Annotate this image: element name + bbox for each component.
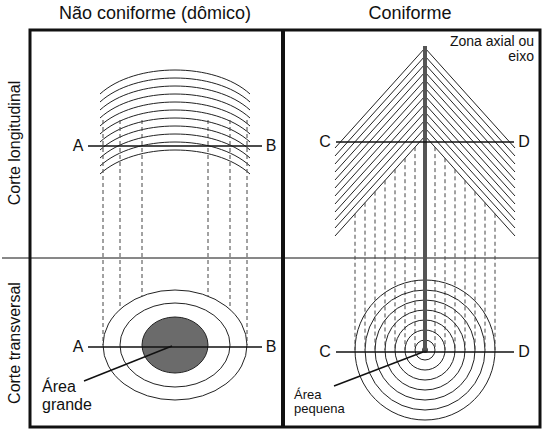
dome-layer	[100, 110, 250, 134]
panel-heading: Não coniforme (dômico)	[59, 4, 251, 24]
section-ring	[120, 303, 230, 387]
dome-layer	[100, 118, 250, 142]
leader-line	[84, 346, 172, 381]
projection-line	[375, 192, 376, 350]
projection-line	[355, 214, 356, 350]
projection-line	[230, 120, 231, 310]
dome-layer	[100, 86, 250, 110]
point-label: D	[516, 133, 532, 151]
panel-heading: Coniforme	[368, 4, 451, 24]
axis-label: Zona axial ou eixo	[448, 34, 534, 65]
projection-line	[385, 180, 386, 350]
projection-line	[465, 180, 466, 350]
point-label: A	[71, 338, 86, 356]
projection-line	[103, 120, 104, 345]
projection-line	[120, 120, 121, 310]
section-divider	[2, 258, 540, 259]
projection-line	[365, 203, 366, 350]
conic-fold	[334, 46, 515, 420]
area-label: Área pequena	[294, 388, 344, 417]
dome-layer	[100, 78, 250, 102]
domic-fold	[84, 70, 262, 400]
dome-layer	[100, 94, 250, 118]
panel-frame	[2, 30, 540, 427]
area-label: Área grande	[42, 378, 104, 413]
panel-divider	[281, 30, 285, 427]
point-label: C	[317, 343, 333, 361]
point-label: A	[71, 137, 86, 155]
projection-line	[435, 147, 436, 350]
section-heading: Corte transversal	[6, 282, 24, 404]
section-line	[336, 141, 514, 143]
outer-border	[30, 30, 540, 427]
axis-line	[423, 46, 427, 350]
section-ring	[142, 317, 208, 373]
section-ring	[103, 290, 247, 400]
projection-line	[475, 192, 476, 350]
point-label: D	[516, 343, 532, 361]
projection-line	[485, 203, 486, 350]
dome-layer	[100, 150, 250, 174]
projection-line	[415, 147, 416, 350]
leader-line	[334, 352, 423, 386]
projection-line	[445, 158, 446, 350]
point-label: B	[264, 137, 279, 155]
section-line	[336, 351, 514, 353]
dome-layer	[100, 70, 250, 94]
point-label: B	[264, 338, 279, 356]
point-label: C	[317, 133, 333, 151]
projection-line	[247, 120, 248, 345]
projection-line	[495, 214, 496, 350]
section-line	[88, 346, 262, 348]
projection-line	[405, 158, 406, 350]
section-heading: Corte longitudinal	[6, 81, 24, 206]
dome-layer	[100, 102, 250, 126]
section-line	[88, 145, 262, 147]
